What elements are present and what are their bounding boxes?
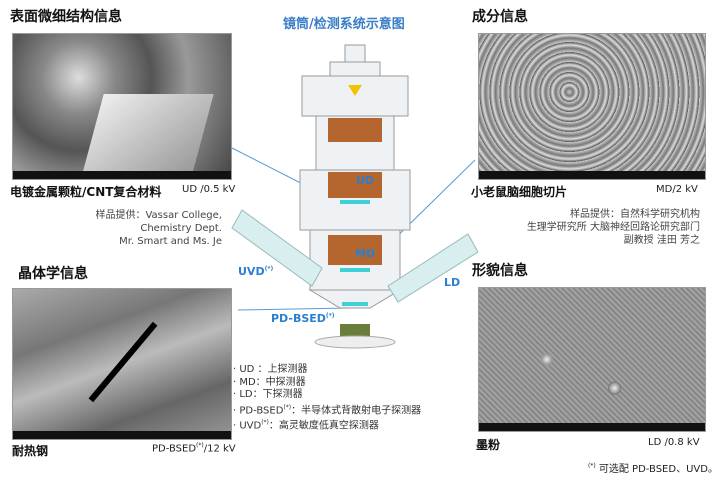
footnote: (*) 可选配 PD-BSED、UVD。 — [588, 460, 718, 475]
composition-condition: MD/2 kV — [656, 184, 698, 195]
morphology-caption: 墨粉 — [476, 438, 501, 452]
surface-heading: 表面微细结构信息 — [10, 9, 122, 25]
cond-tail: /12 kV — [203, 443, 236, 455]
legend-text: · UD ：上探测器 — [233, 364, 308, 375]
credit-line: 副教授 洼田 芳之 — [623, 235, 700, 246]
footnote-text: 可选配 PD-BSED、UVD。 — [595, 464, 718, 475]
legend-text: · UVD — [233, 420, 262, 432]
label-ld: LD — [444, 276, 461, 289]
sample — [340, 324, 370, 336]
detectors — [340, 200, 370, 306]
pdbsed-text: PD-BSED — [271, 312, 326, 325]
composition-caption: 小老鼠脑细胞切片 — [471, 185, 568, 199]
label-pdbsed: PD-BSED(*) — [271, 312, 335, 325]
credit-line: 样品提供：自然科学研究机构 — [570, 209, 700, 220]
crystal-heading: 晶体学信息 — [18, 266, 88, 282]
legend-sup: (*) — [261, 419, 269, 427]
label-uvd: UVD(*) — [238, 265, 273, 278]
credit-line: Chemistry Dept. — [140, 223, 222, 234]
side-detectors — [231, 209, 479, 303]
surface-credit: 样品提供：Vassar College, Chemistry Dept. Mr.… — [95, 209, 222, 248]
legend-text: · LD：下探测器 — [233, 389, 303, 400]
legend-item: · PD-BSED(*)：半导体式背散射电子探测器 — [233, 402, 421, 418]
credit-line: 样品提供：Vassar College, — [95, 210, 222, 221]
diagram-title: 镜筒/检测系统示意图 — [283, 17, 405, 32]
credit-line: Mr. Smart and Ms. Je — [119, 236, 222, 247]
crystal-condition: PD-BSED(*)/12 kV — [152, 442, 236, 454]
legend-sup: (*) — [283, 403, 292, 411]
crystal-caption: 耐热钢 — [12, 444, 49, 458]
label-md: MD — [355, 247, 376, 260]
lens-coils — [328, 118, 382, 265]
surface-caption: 电镀金属颗粒/CNT复合材料 — [10, 185, 162, 199]
legend-text: · PD-BSED — [233, 404, 284, 416]
crystal-sem-image — [12, 288, 232, 440]
composition-sem-image — [478, 33, 706, 180]
credit-line: 生理学研究所 大脑神经回路论研究部门 — [526, 222, 700, 233]
column-diagram — [231, 44, 479, 349]
detector-legend: · UD ：上探测器 · MD：中探测器 · LD：下探测器 · PD-BSED… — [233, 364, 421, 433]
uvd-text: UVD — [238, 265, 265, 278]
legend-item: · UD ：上探测器 — [233, 364, 421, 377]
morphology-sem-image — [478, 287, 706, 432]
legend-tail: ：高灵敏度低真空探测器 — [268, 420, 379, 432]
legend-text: · MD：中探测器 — [233, 376, 306, 388]
composition-heading: 成分信息 — [472, 9, 528, 25]
legend-item: · LD：下探测器 — [233, 389, 421, 402]
cond-sup: (*) — [196, 442, 204, 449]
electron-source-icon — [348, 85, 362, 96]
morphology-heading: 形貌信息 — [472, 263, 528, 279]
label-ud: UD — [356, 174, 375, 187]
composition-credit: 样品提供：自然科学研究机构 生理学研究所 大脑神经回路论研究部门 副教授 洼田 … — [527, 208, 700, 247]
footnote-sup: (*) — [588, 462, 596, 470]
legend-item: · MD：中探测器 — [233, 377, 421, 390]
cond-main: PD-BSED — [152, 443, 197, 455]
surface-condition: UD /0.5 kV — [182, 184, 236, 195]
legend-tail: ：半导体式背散射电子探测器 — [291, 404, 422, 416]
column-body — [299, 44, 411, 309]
stage — [314, 335, 396, 349]
surface-sem-image — [12, 33, 232, 180]
uvd-sup: (*) — [264, 265, 274, 273]
legend-item: · UVD(*)：高灵敏度低真空探测器 — [233, 417, 421, 433]
morphology-condition: LD /0.8 kV — [648, 437, 700, 448]
pdbsed-sup: (*) — [325, 312, 335, 320]
